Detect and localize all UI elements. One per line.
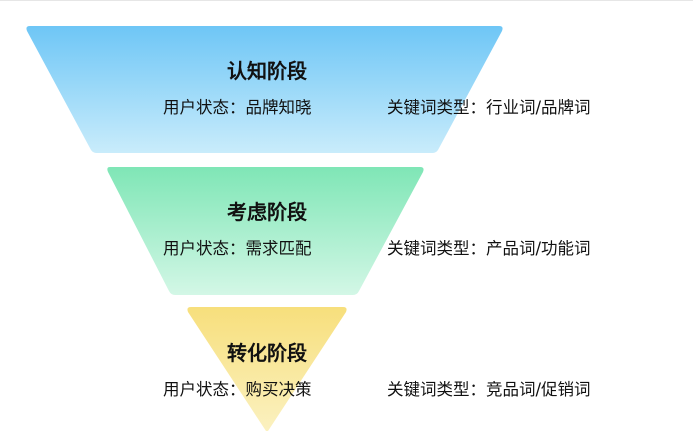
consideration-stage-shape bbox=[107, 167, 424, 295]
user-state-value: 购买决策 bbox=[245, 380, 312, 399]
conversion-stage-shape bbox=[187, 307, 347, 431]
user-state: 用户状态：购买决策 bbox=[163, 376, 312, 400]
stage-title: 转化阶段 bbox=[227, 341, 307, 365]
user-state-value: 品牌知晓 bbox=[245, 98, 312, 117]
stage-title: 考虑阶段 bbox=[227, 200, 307, 224]
user-state-label: 用户状态： bbox=[163, 239, 246, 258]
keyword-type-label: 关键词类型： bbox=[387, 380, 486, 399]
keyword-type-value: 行业词/品牌词 bbox=[486, 98, 591, 117]
user-state-label: 用户状态： bbox=[163, 380, 246, 399]
keyword-type-label: 关键词类型： bbox=[387, 98, 486, 117]
top-border bbox=[0, 0, 693, 1]
keyword-type-value: 产品词/功能词 bbox=[486, 239, 591, 258]
keyword-type-label: 关键词类型： bbox=[387, 239, 486, 258]
awareness-stage-shape bbox=[26, 26, 503, 153]
user-state-value: 需求匹配 bbox=[245, 239, 312, 258]
keyword-type: 关键词类型：竞品词/促销词 bbox=[387, 376, 591, 400]
keyword-type: 关键词类型：行业词/品牌词 bbox=[387, 94, 591, 118]
user-state: 用户状态：需求匹配 bbox=[163, 235, 312, 259]
user-state: 用户状态：品牌知晓 bbox=[163, 94, 312, 118]
stage-title: 认知阶段 bbox=[227, 59, 307, 83]
user-state-label: 用户状态： bbox=[163, 98, 246, 117]
keyword-type: 关键词类型：产品词/功能词 bbox=[387, 235, 591, 259]
keyword-type-value: 竞品词/促销词 bbox=[486, 380, 591, 399]
